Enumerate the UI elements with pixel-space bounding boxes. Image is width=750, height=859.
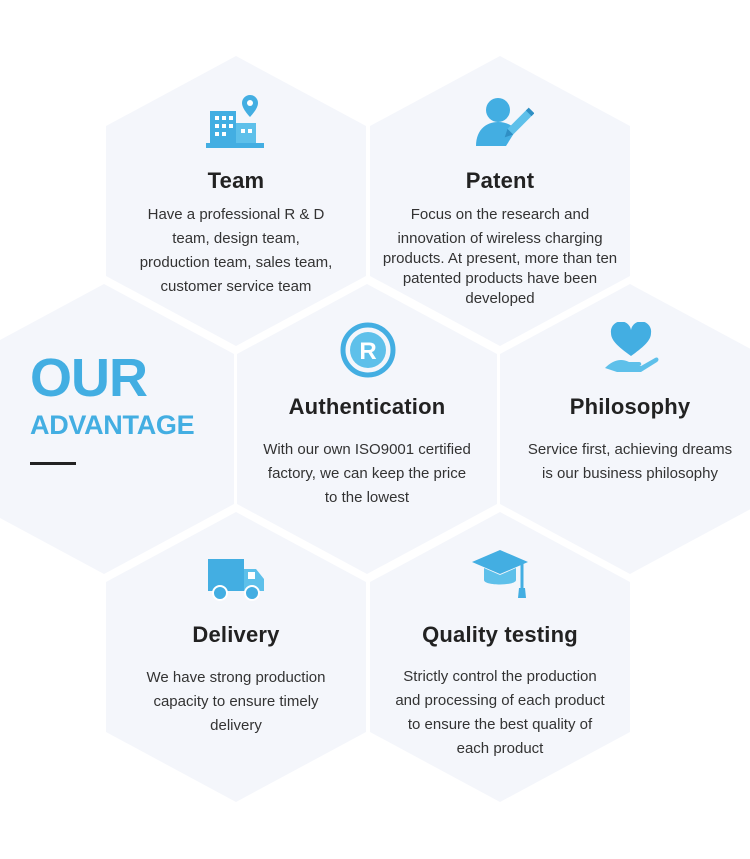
card-line: to the lowest: [324, 489, 410, 506]
card-line: production team, sales team,: [139, 254, 333, 271]
card-line: innovation of wireless charging: [397, 230, 603, 247]
brand-line-1: OUR: [30, 348, 148, 408]
graduation-cap-icon: [470, 548, 530, 607]
card-line: delivery: [210, 717, 262, 734]
hexagon-brand: [0, 284, 234, 574]
card-title: Authentication: [288, 394, 446, 419]
card-line: to ensure the best quality of: [407, 716, 593, 733]
hexagon-team: [106, 56, 366, 346]
card-authentication: R Authentication With our own ISO9001 ce…: [247, 322, 487, 522]
card-philosophy: Philosophy Service first, achieving drea…: [515, 321, 745, 522]
card-quality-testing: Quality testing Strictly control the pro…: [380, 548, 620, 778]
card-title: Delivery: [192, 622, 280, 647]
hexagon-authentication: [237, 284, 497, 574]
hexagon-philosophy: [500, 284, 750, 574]
card-line: each product: [456, 740, 544, 757]
card-title: Quality testing: [422, 622, 578, 647]
registered-trademark-icon: R: [340, 322, 396, 383]
card-line: and processing of each product: [395, 692, 605, 709]
brand-underline: [30, 462, 76, 465]
card-delivery: Delivery We have strong production capac…: [126, 550, 346, 750]
card-line: We have strong production: [146, 669, 326, 686]
card-title: Team: [207, 168, 265, 193]
brand-line-2: ADVANTAGE: [30, 410, 195, 440]
card-patent: Patent Focus on the research and innovat…: [370, 90, 630, 320]
card-line: customer service team: [160, 278, 312, 295]
hexagon-patent: [370, 56, 630, 346]
card-line: Service first, achieving dreams: [527, 441, 733, 458]
delivery-truck-icon: [206, 557, 266, 608]
card-line: Have a professional R & D: [147, 206, 325, 223]
card-line: is our business philosophy: [542, 465, 718, 482]
hexagon-delivery: [106, 512, 366, 802]
card-line: developed: [465, 290, 535, 307]
card-line: With our own ISO9001 certified: [263, 441, 471, 458]
card-title: Philosophy: [569, 394, 691, 419]
card-team: Team Have a professional R & D team, des…: [126, 90, 346, 320]
card-line: patented products have been: [402, 270, 598, 287]
office-building-location-icon: [206, 93, 266, 154]
card-line: capacity to ensure timely: [153, 693, 319, 710]
card-line: Strictly control the production: [403, 668, 597, 685]
heart-in-hand-icon: [603, 321, 659, 381]
card-line: Focus on the research and: [410, 206, 590, 223]
card-line: products. At present, more than ten: [382, 250, 618, 267]
person-pencil-icon: [474, 96, 535, 155]
card-line: team, design team,: [172, 230, 300, 247]
our-advantage-heading: OUR ADVANTAGE: [30, 348, 195, 465]
hexagon-quality: [370, 512, 630, 802]
card-line: factory, we can keep the price: [267, 465, 467, 482]
card-title: Patent: [465, 168, 535, 193]
svg-text:R: R: [359, 338, 376, 365]
